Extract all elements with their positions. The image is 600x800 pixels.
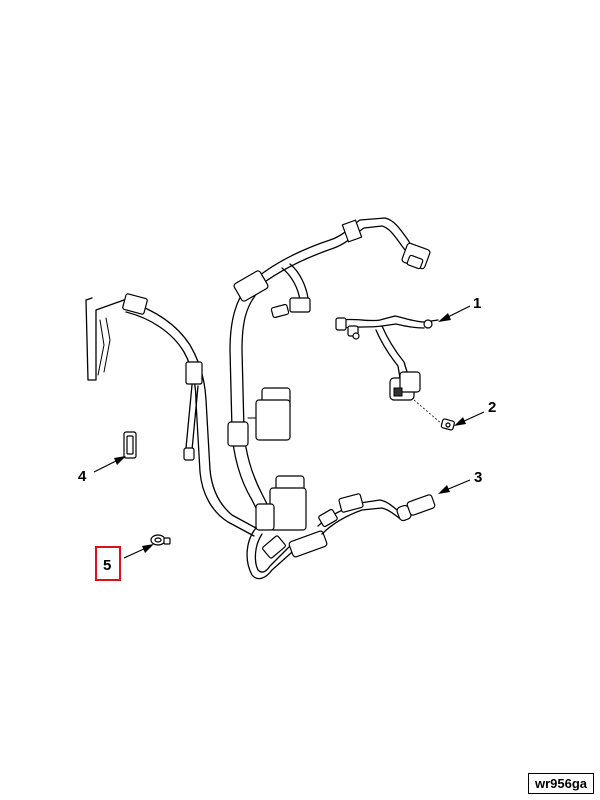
part-4-clip xyxy=(123,431,137,459)
part-1-sub-harness xyxy=(335,315,439,401)
part-5-grommet xyxy=(150,534,171,546)
drawing-code-label: wr956ga xyxy=(527,773,594,794)
main-harness xyxy=(85,217,436,580)
callout-5-highlight-box xyxy=(95,546,121,581)
callout-labels: 1 2 3 4 5 xyxy=(78,295,496,581)
callout-4: 4 xyxy=(78,468,87,485)
callout-5: 5 xyxy=(103,557,111,574)
callout-2: 2 xyxy=(488,399,496,416)
callout-leaders xyxy=(93,305,485,559)
callout-1: 1 xyxy=(473,295,481,312)
part-2-bolt xyxy=(413,399,455,431)
callout-3: 3 xyxy=(474,469,482,486)
